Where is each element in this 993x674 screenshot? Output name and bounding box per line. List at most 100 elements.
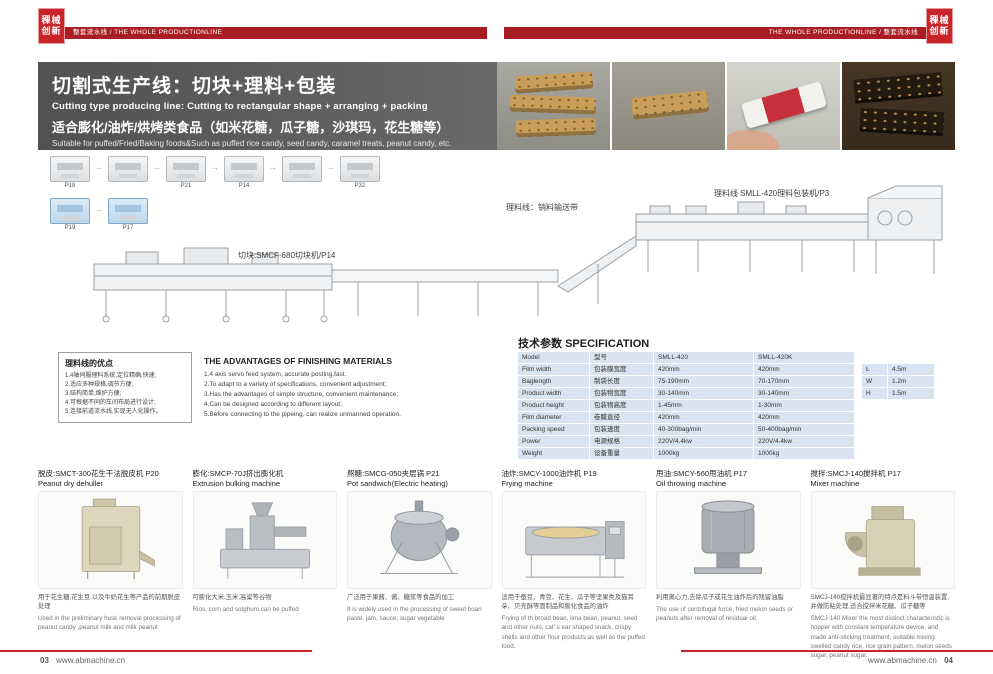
title-banner: 切割式生产线：切块+理料+包装 Cutting type producing l… (38, 62, 497, 150)
fryer-machine-photo (501, 491, 646, 589)
product-title-en: Peanut dry dehuller (38, 479, 104, 488)
product-photo-strip (497, 62, 955, 150)
advantage-item: 3.Has the advantages of simple structure… (204, 391, 399, 399)
product-title-en: Pot sandwich(Electric heating) (347, 479, 448, 488)
stacked-cereal-bars-photo (497, 62, 610, 150)
spec-title-cn: 技术参数 (518, 338, 562, 350)
machine-thumbnail: P32 (340, 156, 380, 190)
flow-arrow-icon (95, 156, 103, 180)
product-title-cn: 甩油:SMCY-560甩油机 P17 (656, 469, 748, 478)
advantage-item: 5.Before connecting to the pipeing, can … (204, 411, 401, 419)
machine-thumb-icon (224, 156, 264, 182)
product-desc-cn: 利用离心力,去除瓜子或花生油炸后的残留油脂 (656, 594, 784, 601)
spec-title: 技术参数 SPECIFICATION (518, 335, 938, 350)
table-row: Baglength 制袋长度 75-190mm 70-170mm (518, 376, 854, 388)
spec-title-en: SPECIFICATION (565, 338, 650, 350)
footer-rule-left (0, 650, 312, 652)
product-card-dehuller: 脱皮:SMCT-300花生干法脱皮机 P20 Peanut dry dehull… (38, 468, 183, 660)
page-title-en: Cutting type producing line: Cutting to … (52, 101, 428, 112)
footer-right: www.abmachine.cn 04 (863, 656, 953, 665)
product-title-cn: 膨化:SMCP-70J挤出膨化机 (192, 469, 284, 478)
advantage-item: 1.4轴伺服理料系统,定位精确,快速; (65, 373, 157, 379)
advantage-item: 4.可根据不同的车间布局进行设计; (65, 400, 156, 406)
machine-dimensions-table: L 4.5m W 1.2m H 1.5m (862, 364, 934, 400)
page-number-left: 03 (40, 656, 49, 665)
flow-arrow-icon (327, 156, 335, 180)
product-title-en: Frying machine (501, 479, 553, 488)
product-card-kettle: 熬糖:SMCG-050夹层锅 P21 Pot sandwich(Electric… (347, 468, 492, 660)
brand-logo-text: 创新 (41, 26, 62, 36)
machine-thumbnail-highlighted: P17 (108, 198, 148, 232)
packer-label: 理料线 SMLL-420理料包装机/P3 (714, 188, 830, 198)
jacketed-kettle-photo (347, 491, 492, 589)
machine-thumb-icon (166, 156, 206, 182)
product-desc-cn: 可膨化大米,玉米,高粱等谷物 (192, 594, 272, 601)
page-subtitle-en: Suitable for puffed/Fried/Baking foods&S… (52, 139, 452, 148)
advantage-item: 2.适应多种规格,调节方便; (65, 382, 134, 388)
flow-arrow-icon (153, 156, 161, 180)
product-desc-cn: 用于花生糖,花生豆,以及牛奶花生等产品的前期脱皮处理 (38, 594, 181, 611)
machine-thumb-icon (108, 156, 148, 182)
machine-thumbnail: P18 (50, 156, 90, 190)
flow-arrow-icon (95, 198, 103, 222)
product-title-cn: 脱皮:SMCT-300花生干法脱皮机 P20 (38, 469, 159, 478)
brand-logo-left: 稞械 创新 (38, 8, 65, 44)
centrifuge-machine-icon (694, 500, 763, 574)
table-row: H 1.5m (862, 388, 934, 400)
advantages-cn-title: 理料线的优点 (65, 359, 113, 368)
advantage-item: 5.连接前道流水线,实现无人化操作。 (65, 409, 162, 415)
single-cereal-bar-photo (612, 62, 725, 150)
extruder-machine-icon (219, 502, 310, 579)
page-title: 切割式生产线：切块+理料+包装 (52, 76, 337, 97)
advantage-item: 2.To adapt to a variety of specification… (204, 381, 387, 389)
brand-logo-text: 稞械 (41, 15, 62, 25)
table-row: Model 型号 SMLL-420 SMLL-420K (518, 352, 854, 364)
machine-thumb-icon (50, 198, 90, 224)
nut-chocolate-bars-photo (842, 62, 955, 150)
product-title-en: Mixer machine (810, 479, 860, 488)
advantage-item: 3.结构简单,维护方便; (65, 391, 122, 397)
flow-arrow-icon (269, 156, 277, 180)
page-number-right: 04 (944, 656, 953, 665)
product-title-cn: 熬糖:SMCG-050夹层锅 P21 (347, 469, 440, 478)
table-row: Film diameter 卷膜直径 420mm 420mm (518, 412, 854, 424)
product-desc-cn: 广泛用于果酱、酱、糖浆等食品的加工 (347, 594, 455, 601)
jacketed-kettle-icon (380, 500, 460, 574)
product-desc-en: Rios, corn and sotghum can be puffed (192, 606, 299, 614)
advantages-en-box: THE ADVANTAGES OF FINISHING MATERIALS 1.… (204, 356, 449, 420)
machine-thumbnail: P21 (166, 156, 206, 190)
brand-logo-text: 创新 (929, 26, 950, 36)
production-line-drawing: 切块:SMCF-680切块机/P14 理料线：销料输送带 理料线 SMLL-42… (93, 185, 943, 323)
table-row: W 1.2m (862, 376, 934, 388)
table-row: Film width 包装膜宽度 420mm 420mm (518, 364, 854, 376)
table-row: Packing speed 包装速度 40-300bag/min 50-400b… (518, 424, 854, 436)
header-bar-right: THE WHOLE PRODUCTIONLINE / 整套流水线 (504, 27, 926, 39)
machine-thumbnail-highlighted: P19 (50, 198, 90, 232)
product-card-extruder: 膨化:SMCP-70J挤出膨化机 Extrusion bulking machi… (192, 468, 337, 660)
product-title-en: Oil throwing machine (656, 479, 727, 488)
dehuller-machine-icon (81, 498, 156, 579)
footer-rule-right (681, 650, 993, 652)
advantages-en-title: THE ADVANTAGES OF FINISHING MATERIALS (204, 356, 393, 366)
machine-thumb-icon (50, 156, 90, 182)
product-desc-cn: SMCJ-140搅拌机最显著的特点是料斗带恒温装置,并做防粘处理,适合搅拌米花糖… (810, 594, 950, 611)
product-desc-en: Frying of th broad bean, lima bean, pean… (501, 615, 645, 650)
cutter-label: 切块:SMCF-680切块机/P14 (238, 250, 336, 260)
website-link[interactable]: www.abmachine.cn (867, 656, 937, 665)
table-row: Product width 包装物宽度 30-140mm 30-140mm (518, 388, 854, 400)
advantage-item: 1.4 axis servo feed system, accurate pos… (204, 371, 347, 378)
machine-thumb-icon (282, 156, 322, 182)
conveyor-label: 理料线：销料输送带 (506, 202, 578, 212)
table-row: Power 电源规格 220V/4.4kw 220V/4.4kw (518, 436, 854, 448)
flow-arrow-icon (211, 156, 219, 180)
advantages-cn-box: 理料线的优点 1.4轴伺服理料系统,定位精确,快速; 2.适应多种规格,调节方便… (58, 352, 192, 423)
centrifuge-machine-photo (656, 491, 801, 589)
table-row: L 4.5m (862, 364, 934, 376)
machine-thumbnail (282, 156, 322, 190)
table-row: Weight 设备重量 1000kg 1000kg (518, 448, 854, 460)
website-link[interactable]: www.abmachine.cn (56, 656, 126, 665)
product-card-centrifuge: 甩油:SMCY-560甩油机 P17 Oil throwing machine … (656, 468, 801, 660)
table-row: Product height 包装物高度 1-45mm 1-30mm (518, 400, 854, 412)
fryer-machine-icon (525, 520, 625, 578)
